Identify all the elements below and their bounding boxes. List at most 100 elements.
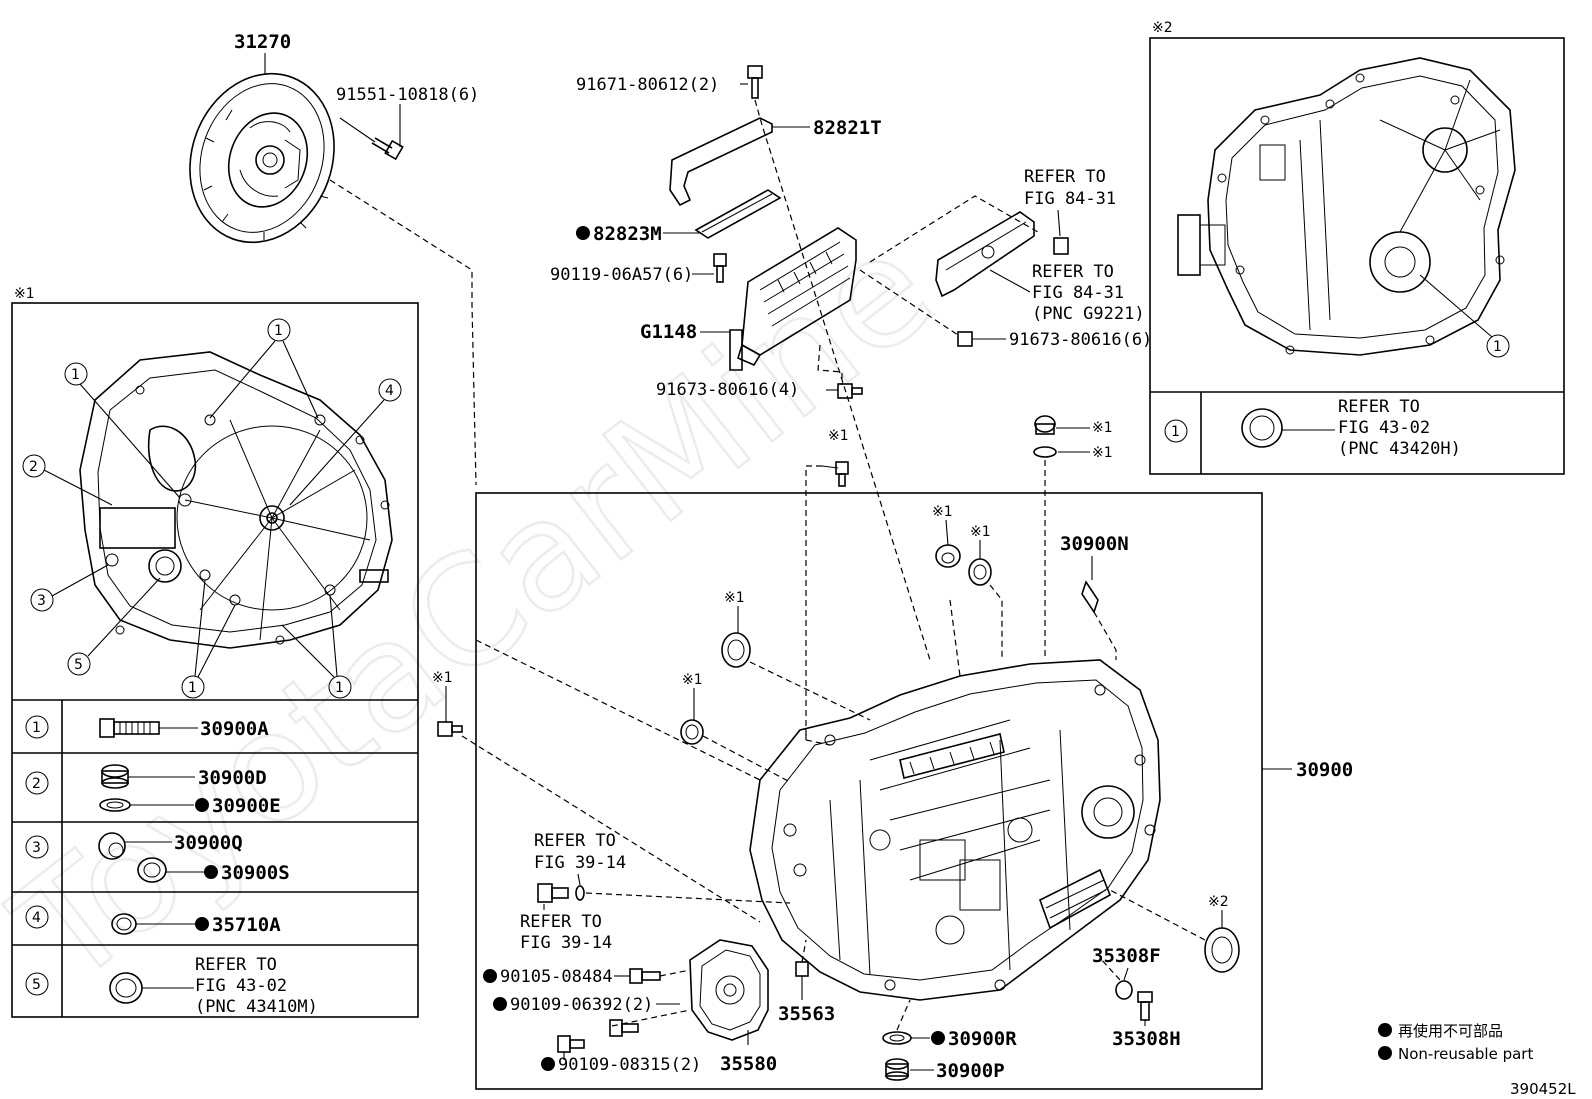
oil-seal-ref2: ※2	[1109, 889, 1240, 973]
marker-ref1: ※1	[932, 504, 953, 520]
part-30900P: 30900P	[936, 1060, 1005, 1082]
diagram-code: 390452L	[1510, 1080, 1576, 1098]
refer-fig: FIG 39-14	[520, 933, 612, 953]
sensor-39-14: REFER TO FIG 39-14 REFER TO FIG 39-14	[520, 831, 791, 953]
control-module-G1148: G1148	[640, 227, 857, 371]
callout-5: 5	[74, 657, 83, 673]
part-31270: 31270	[234, 31, 291, 53]
marker-ref1: ※1	[970, 524, 991, 540]
box2-row-1-number: 1	[1171, 424, 1180, 440]
watermark: ToyotaCarMine	[0, 200, 964, 1019]
detail-box-1: ※1	[11, 286, 419, 1018]
refer-fig: FIG 84-31	[1024, 189, 1116, 209]
callout-1d: 1	[335, 680, 344, 696]
callout-1c: 1	[188, 680, 197, 696]
refer-fig: FIG 84-31	[1032, 283, 1124, 303]
callout-1b: 1	[274, 323, 283, 339]
part-91551-10818: 91551-10818(6)	[336, 85, 479, 105]
box2-marker: ※2	[1152, 20, 1173, 36]
detail-box-2: ※2 1 1	[1149, 20, 1565, 475]
clutch-cover-31270: 31270	[189, 31, 376, 244]
seal-icon	[137, 857, 167, 883]
plug-35308: 35308F 35308H	[1092, 945, 1181, 1050]
legend-en: Non-reusable part	[1398, 1045, 1533, 1063]
part-35308H: 35308H	[1112, 1028, 1181, 1050]
callout-4: 4	[385, 383, 394, 399]
bolt-icon	[99, 718, 160, 738]
part-91673-80616-4: 91673-80616(4)	[656, 380, 799, 400]
non-reusable-dot	[931, 1031, 945, 1045]
non-reusable-dot	[576, 226, 590, 240]
marker-ref1: ※1	[432, 670, 453, 686]
bolt-91673-4: 91673-80616(4)	[656, 344, 863, 400]
marker-ref1: ※1	[1092, 445, 1113, 461]
part-90109-06392: 90109-06392(2)	[510, 995, 653, 1015]
row-3-number: 3	[32, 840, 41, 856]
box2-callout-1: 1	[1493, 339, 1502, 355]
marker-ref1: ※1	[1092, 420, 1113, 436]
part-30900D: 30900D	[198, 767, 267, 789]
non-reusable-dot	[1378, 1023, 1392, 1037]
refer-fig: FIG 39-14	[534, 853, 626, 873]
part-90105-08484: 90105-08484	[500, 967, 613, 987]
plug-35563: 35563	[778, 939, 835, 1025]
row-5-number: 5	[32, 977, 41, 993]
cover-82823M: 82823M	[576, 189, 782, 245]
callout-1a: 1	[71, 367, 80, 383]
box1-callouts: 1 1 4 2 3 5 1 1	[22, 318, 402, 699]
part-35710A: 35710A	[212, 914, 281, 936]
non-reusable-dot	[483, 969, 497, 983]
actuator-35580: 35580	[689, 939, 777, 1075]
plug-icon	[98, 832, 126, 860]
part-30900E: 30900E	[212, 795, 281, 817]
refer-pnc: (PNC G9221)	[1032, 304, 1145, 324]
refer-pnc: (PNC 43410M)	[195, 997, 318, 1017]
bolt-91551: 91551-10818(6)	[336, 85, 479, 161]
transaxle-case-front-view	[1177, 57, 1516, 356]
part-90119-06A57: 90119-06A57(6)	[550, 265, 693, 285]
bolt-91673-6: 91673-80616(6)	[859, 269, 1152, 350]
bolts-lower-left: 90105-08484 90109-06392(2) 90109-08315(2…	[483, 967, 701, 1075]
part-30900Q: 30900Q	[174, 832, 243, 854]
part-35308F: 35308F	[1092, 945, 1161, 967]
sensor-cover: REFER TO FIG 84-31 REFER TO FIG 84-31 (P…	[869, 167, 1145, 324]
non-reusable-dot	[195, 917, 209, 931]
legend-jp: 再使用不可部品	[1398, 1022, 1503, 1040]
non-reusable-dot	[204, 865, 218, 879]
transaxle-housing	[749, 659, 1161, 1001]
box1-table: 1 30900A 2 30900D 30900E 3	[25, 715, 318, 1017]
bolt-91671: 91671-80612(2)	[576, 65, 763, 99]
bolt-left: ※1	[432, 670, 761, 923]
part-35580: 35580	[720, 1053, 777, 1075]
part-30900A: 30900A	[200, 718, 269, 740]
part-30900N: 30900N	[1060, 533, 1129, 555]
part-G1148: G1148	[640, 321, 697, 343]
refer-fig: FIG 43-02	[1338, 418, 1430, 438]
non-reusable-dot	[541, 1057, 555, 1071]
callout-3: 3	[37, 593, 46, 609]
part-82821T: 82821T	[813, 117, 882, 139]
callout-2: 2	[29, 459, 38, 475]
box1-marker: ※1	[14, 286, 35, 302]
part-91673-80616-6: 91673-80616(6)	[1009, 330, 1152, 350]
refer-pnc: (PNC 43420H)	[1338, 439, 1461, 459]
refer-label: REFER TO	[534, 831, 616, 851]
bracket-82821T: 82821T	[669, 117, 882, 207]
non-reusable-dot	[493, 997, 507, 1011]
transaxle-case-rear-view	[79, 351, 393, 649]
refer-label: REFER TO	[1032, 262, 1114, 282]
refer-label: REFER TO	[1338, 397, 1420, 417]
row-4-number: 4	[32, 910, 41, 926]
drain-plug-group: 30900R 30900P	[882, 999, 1017, 1082]
part-30900: 30900	[1296, 759, 1353, 781]
oil-seal-icon	[1241, 408, 1283, 448]
refer-label: REFER TO	[1024, 167, 1106, 187]
refer-label: REFER TO	[195, 955, 277, 975]
non-reusable-dot	[195, 798, 209, 812]
fittings-group: ※1 ※1 ※1 ※1 ※1 30900N	[805, 415, 1129, 740]
part-82823M: 82823M	[593, 223, 662, 245]
legend: 再使用不可部品 Non-reusable part	[1378, 1022, 1533, 1063]
row-1-number: 1	[32, 720, 41, 736]
marker-ref1: ※1	[828, 428, 849, 444]
